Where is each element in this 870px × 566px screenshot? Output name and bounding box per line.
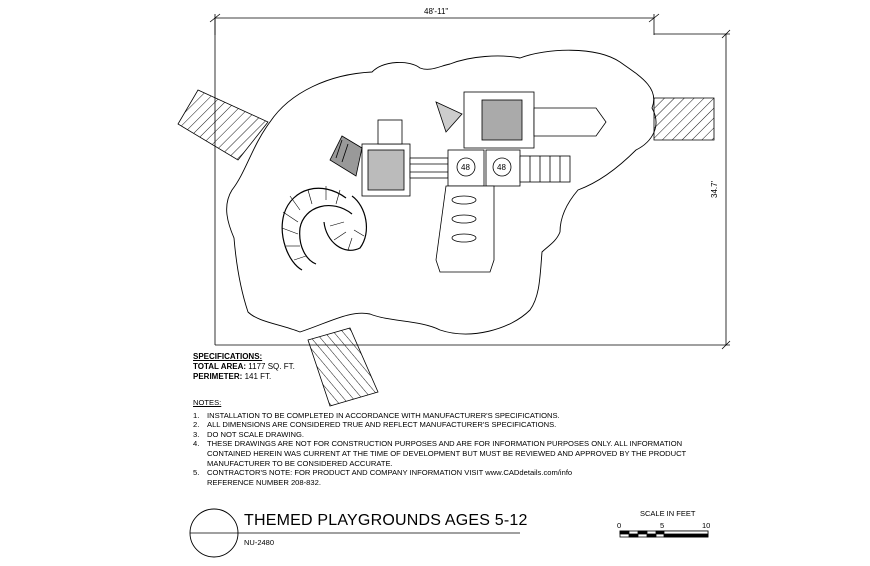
model-number: NU-2480 — [244, 538, 275, 547]
total-area-label: TOTAL AREA: — [193, 362, 247, 371]
height-dimension-label: 34.7' — [710, 180, 719, 198]
access-ramp-east — [653, 97, 715, 141]
notes-block: NOTES: 1.INSTALLATION TO BE COMPLETED IN… — [193, 398, 753, 487]
perimeter-value: 141 FT. — [244, 372, 272, 381]
note-item: 5.CONTRACTOR'S NOTE: FOR PRODUCT AND COM… — [193, 468, 573, 478]
scale-tick-10: 10 — [702, 521, 710, 530]
specifications-block: SPECIFICATIONS: TOTAL AREA: 1177 SQ. FT.… — [193, 352, 295, 382]
note-item: REFERENCE NUMBER 208-832. — [207, 477, 321, 487]
deck-label-b: 48 — [497, 163, 506, 172]
scale-bar — [619, 530, 709, 538]
note-item: 3.DO NOT SCALE DRAWING. — [193, 429, 305, 439]
drawing-title: THEMED PLAYGROUNDS AGES 5-12 — [244, 512, 528, 529]
dimension-frame — [209, 13, 731, 350]
play-area-outline — [226, 49, 657, 335]
total-area-value: 1177 SQ. FT. — [248, 362, 295, 371]
note-item: CONTAINED HEREIN WAS CURRENT AT THE TIME… — [207, 448, 687, 458]
perimeter-label: PERIMETER: — [193, 372, 243, 381]
play-structure — [281, 91, 607, 273]
note-item: 4.THESE DRAWINGS ARE NOT FOR CONSTRUCTIO… — [193, 439, 683, 449]
note-item: MANUFACTURER TO BE CONSIDERED ACCURATE. — [207, 458, 393, 468]
access-ramp-south — [307, 327, 379, 407]
perimeter-row: PERIMETER: 141 FT. — [193, 372, 295, 382]
access-ramp-west — [177, 89, 269, 161]
note-item: 2.ALL DIMENSIONS ARE CONSIDERED TRUE AND… — [193, 420, 557, 430]
scale-label: SCALE IN FEET — [640, 509, 696, 518]
total-area-row: TOTAL AREA: 1177 SQ. FT. — [193, 362, 295, 372]
notes-heading: NOTES: — [193, 398, 222, 407]
deck-label-a: 48 — [461, 163, 470, 172]
scale-tick-5: 5 — [660, 521, 664, 530]
note-item: 1.INSTALLATION TO BE COMPLETED IN ACCORD… — [193, 410, 560, 420]
specifications-heading: SPECIFICATIONS: — [193, 352, 263, 361]
scale-tick-0: 0 — [617, 521, 621, 530]
width-dimension-label: 48'-11" — [424, 7, 448, 16]
